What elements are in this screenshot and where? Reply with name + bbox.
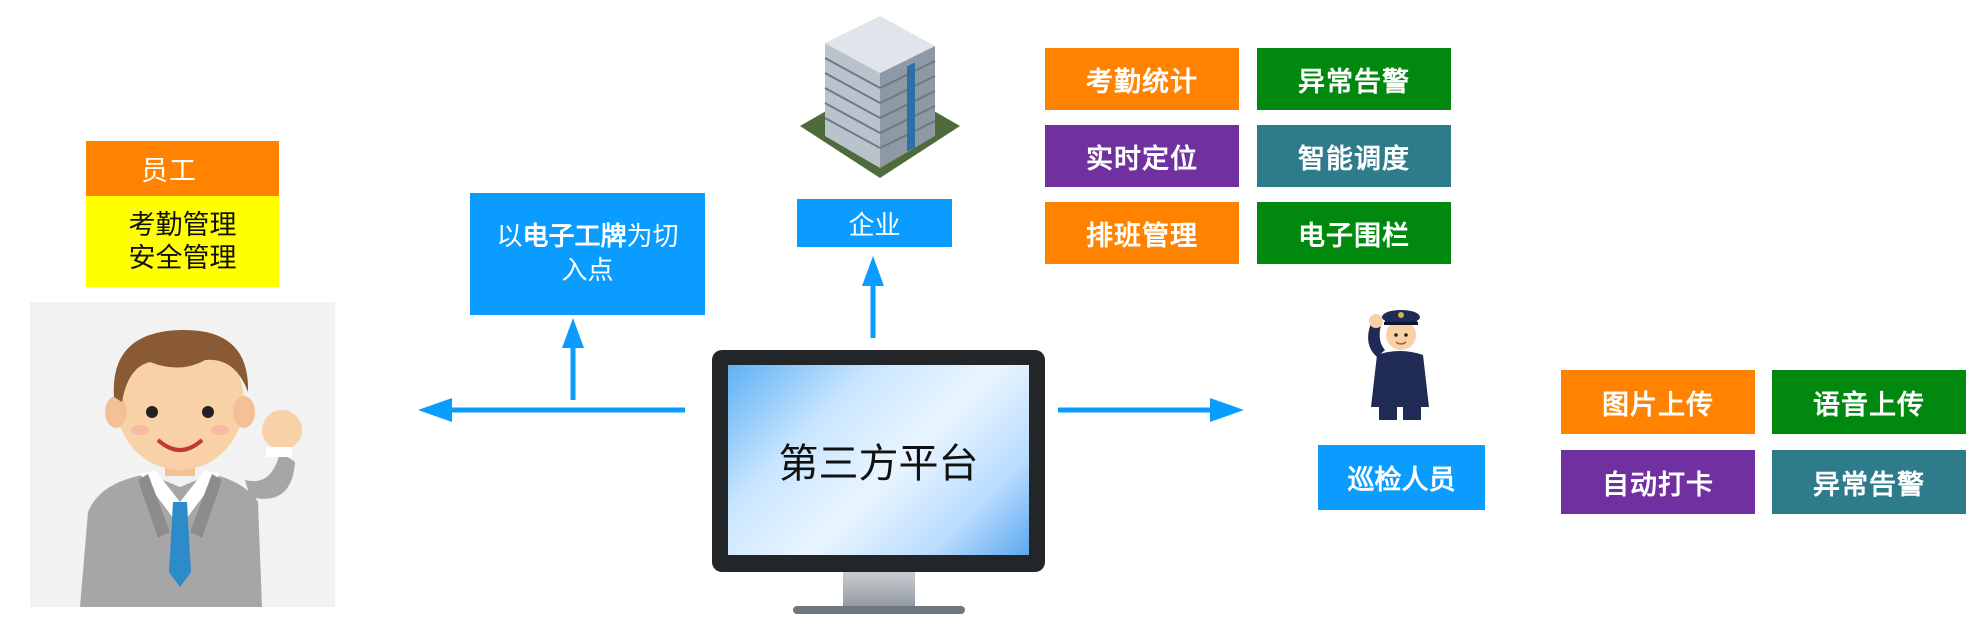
entry-point-line1: 以电子工牌为切: [496, 220, 678, 254]
enterprise-feature-tag-5: 电子围栏: [1257, 202, 1451, 264]
inspector-feature-tag-0: 图片上传: [1561, 370, 1755, 434]
entry-point-bold: 电子工牌: [522, 222, 627, 252]
enterprise-feature-tag-label: 考勤统计: [1086, 66, 1198, 98]
employee-illustration: [30, 302, 335, 607]
enterprise-feature-tag-label: 实时定位: [1086, 143, 1198, 175]
duty-safety: 安全管理: [128, 242, 237, 274]
arrow-right: [1058, 398, 1244, 422]
employee-duties-box: 考勤管理 安全管理: [86, 196, 279, 287]
enterprise-feature-tag-0: 考勤统计: [1045, 48, 1239, 110]
enterprise-feature-tag-label: 异常告警: [1298, 66, 1410, 98]
arrow-up-enterprise: [862, 256, 884, 338]
enterprise-box: 企业: [797, 199, 952, 247]
entry-point-line2: 入点: [561, 256, 614, 286]
inspector-feature-tag-label: 图片上传: [1602, 389, 1714, 421]
duty-attendance: 考勤管理: [128, 209, 237, 241]
inspector-feature-tag-1: 语音上传: [1772, 370, 1966, 434]
enterprise-feature-tag-label: 排班管理: [1086, 220, 1198, 252]
enterprise-building: [795, 8, 965, 183]
enterprise-feature-tag-label: 智能调度: [1298, 143, 1410, 175]
entry-point-suffix: 为切: [626, 222, 679, 252]
enterprise-feature-tag-1: 异常告警: [1257, 48, 1451, 110]
platform-monitor: 第三方平台: [712, 350, 1045, 572]
platform-label: 第三方平台: [778, 441, 979, 487]
entry-point-prefix: 以: [496, 222, 523, 252]
inspector-feature-tag-3: 异常告警: [1772, 450, 1966, 514]
enterprise-feature-tag-4: 排班管理: [1045, 202, 1239, 264]
enterprise-feature-tag-label: 电子围栏: [1298, 220, 1410, 252]
arrow-left: [418, 398, 685, 422]
inspector-feature-tag-2: 自动打卡: [1561, 450, 1755, 514]
monitor-stand: [843, 572, 915, 610]
platform-screen: 第三方平台: [728, 365, 1029, 555]
inspector-label: 巡检人员: [1347, 465, 1456, 496]
monitor-base: [793, 606, 965, 614]
enterprise-feature-tag-3: 智能调度: [1257, 125, 1451, 187]
employee-figure-icon: [80, 329, 302, 607]
building-icon: [800, 16, 960, 178]
inspector-feature-tag-label: 自动打卡: [1602, 469, 1714, 501]
arrow-up-entry: [562, 318, 584, 400]
entry-point-box: 以电子工牌为切 入点: [470, 193, 705, 315]
enterprise-feature-tag-2: 实时定位: [1045, 125, 1239, 187]
inspector-feature-tag-label: 异常告警: [1813, 469, 1925, 501]
inspector-box: 巡检人员: [1318, 445, 1485, 510]
security-guard-icon: [1368, 310, 1429, 420]
employee-role-label: 员工: [141, 156, 197, 187]
employee-role-badge: 员工: [86, 141, 279, 196]
inspector-feature-tag-label: 语音上传: [1813, 389, 1925, 421]
enterprise-label: 企业: [848, 210, 901, 241]
inspector-figure: [1355, 295, 1445, 420]
